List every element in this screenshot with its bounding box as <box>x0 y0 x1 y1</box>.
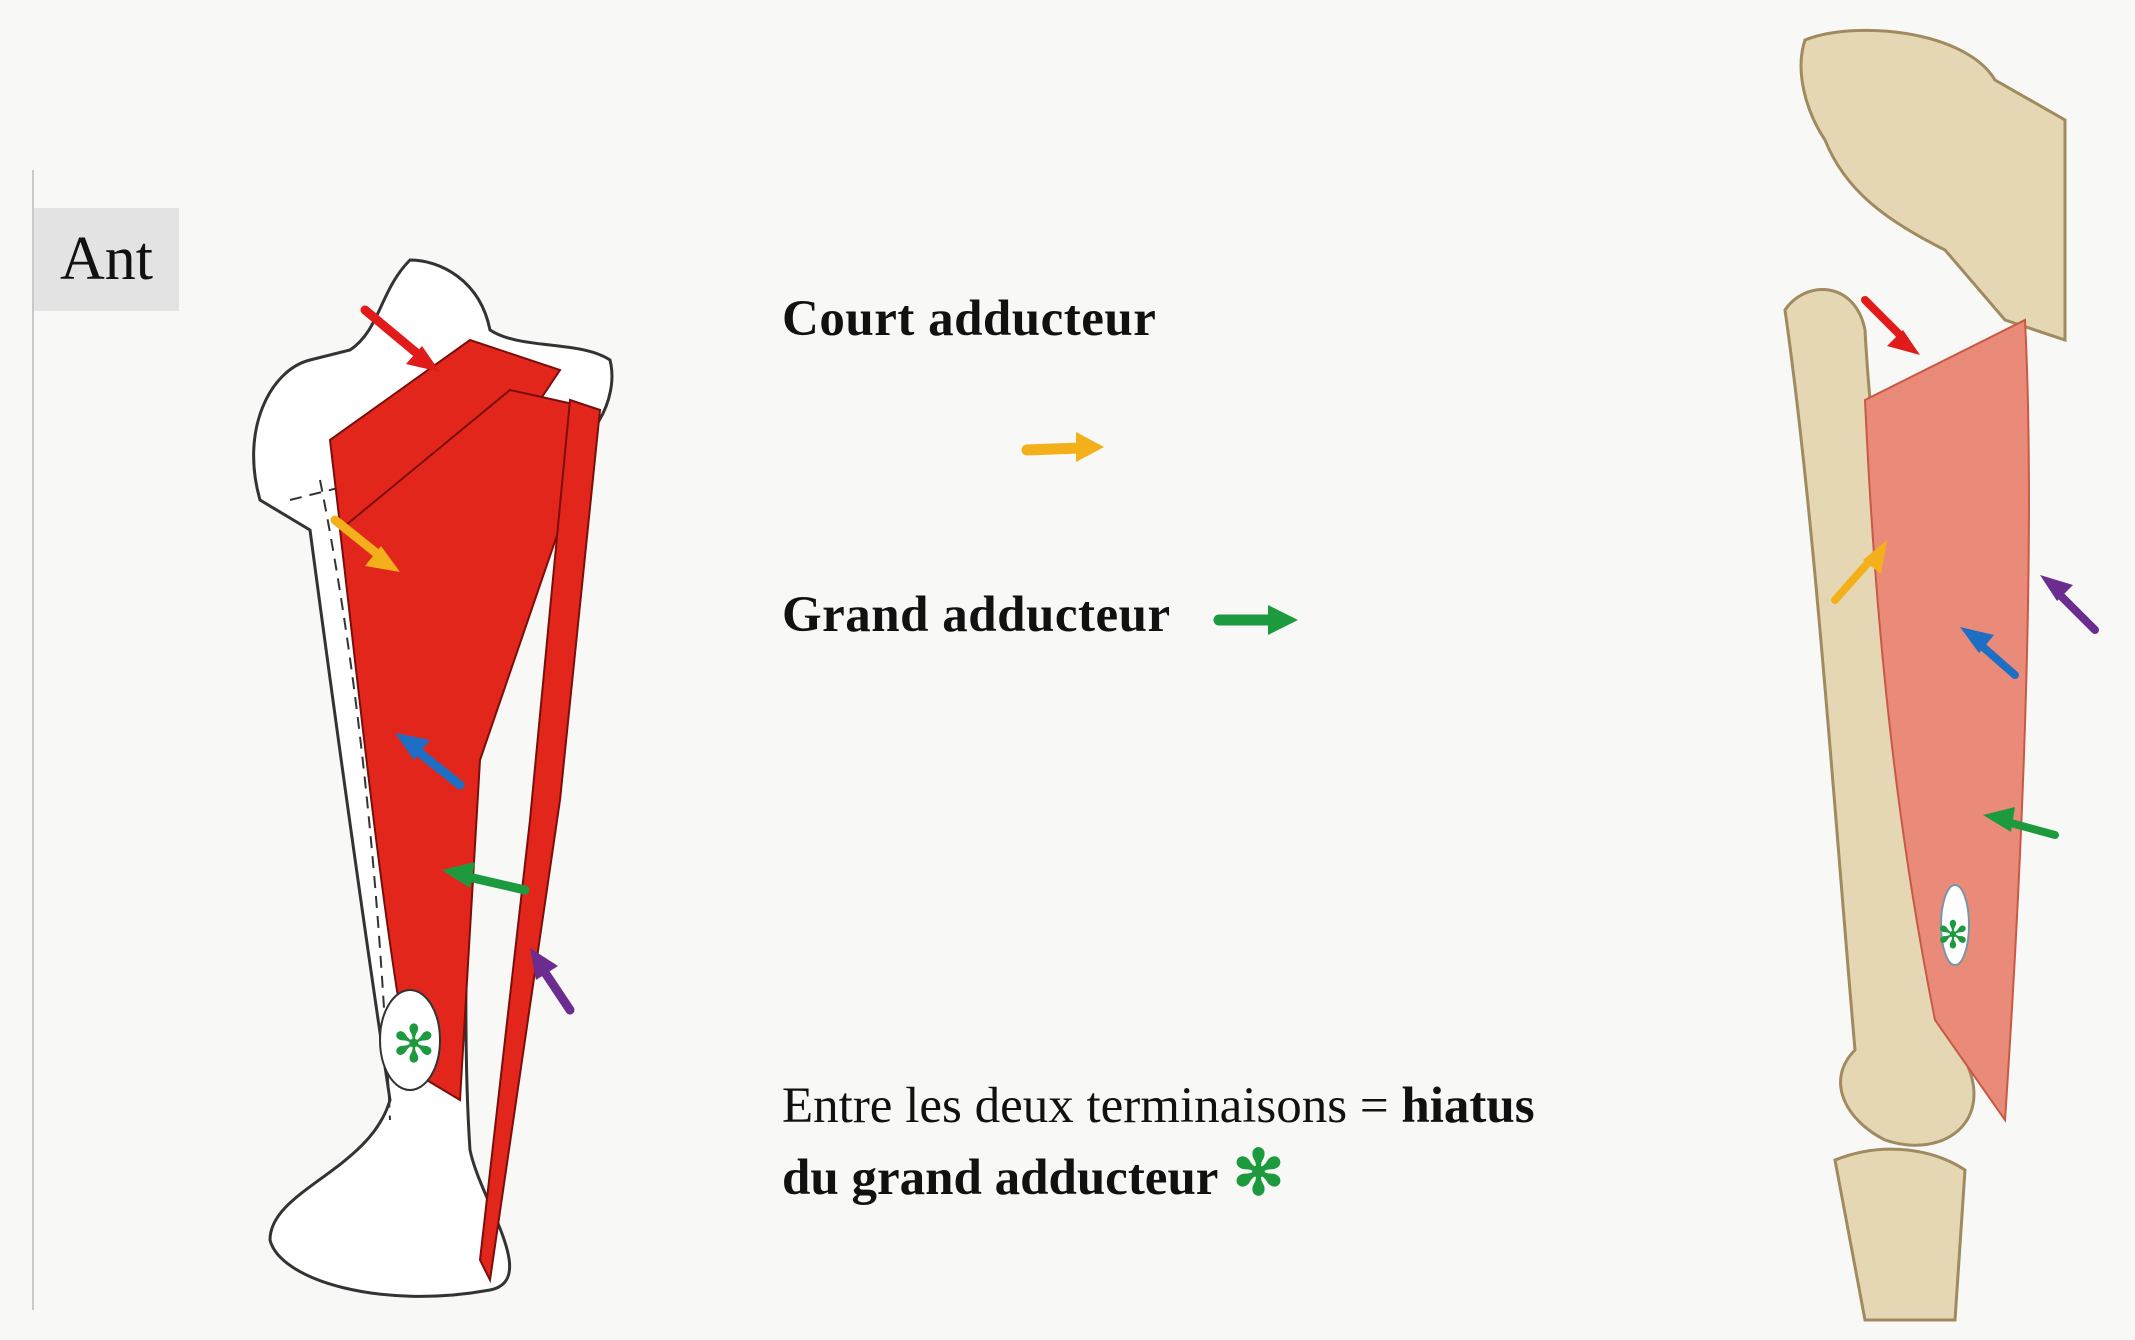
hiatus-star-right: ✻ <box>1937 913 1969 957</box>
hiatus-note-plain: Entre les deux terminaisons = <box>782 1078 1402 1134</box>
tibia-right <box>1833 1147 1967 1322</box>
hiatus-note-line-1: Entre les deux terminaisons = hiatus <box>782 1072 1682 1140</box>
label-court-text: Court adducteur <box>782 291 1157 347</box>
hiatus-note-bold-2: du grand adducteur <box>782 1150 1219 1206</box>
label-court-adducteur: Court adducteur <box>782 290 1156 348</box>
purple-arrow-left <box>530 948 575 1015</box>
purple-arrow-right <box>2040 575 2099 634</box>
blue-arrow-right <box>1960 627 2019 679</box>
pelvis <box>1799 28 2067 343</box>
hiatus-opening <box>379 989 441 1091</box>
label-grand-text: Grand adducteur <box>782 587 1171 643</box>
hiatus-star-icon: ✻ <box>1232 1140 1285 1208</box>
view-tag: Ant <box>34 208 179 311</box>
frame-border <box>32 170 34 1310</box>
orange-arrow-left <box>330 515 400 572</box>
red-arrow-left <box>360 305 440 372</box>
right-anatomical-drawing: ✻ <box>1783 28 2099 1322</box>
orange-arrow-legend <box>1021 432 1104 462</box>
green-arrow-right <box>1983 807 2059 839</box>
muscle-band <box>478 398 602 1284</box>
hiatus-opening-right <box>1940 884 1970 966</box>
label-grand-adducteur: Grand adducteur <box>782 586 1171 644</box>
hiatus-note-bold-1: hiatus <box>1401 1078 1535 1134</box>
green-arrow-left <box>442 862 530 895</box>
hiatus-star-left: ✻ <box>392 1015 436 1075</box>
hiatus-note-line-2: du grand adducteur✻ <box>782 1140 1682 1212</box>
view-tag-text: Ant <box>60 225 153 293</box>
blue-arrow-left <box>395 733 465 790</box>
muscle-adductor-right <box>1863 318 2030 1123</box>
orange-arrow-right <box>1831 540 1887 604</box>
hiatus-note: Entre les deux terminaisons = hiatus du … <box>782 1072 1682 1212</box>
green-arrow-legend <box>1213 605 1298 635</box>
left-anatomical-drawing: ✻ <box>252 258 614 1298</box>
red-arrow-right <box>1861 296 1920 355</box>
